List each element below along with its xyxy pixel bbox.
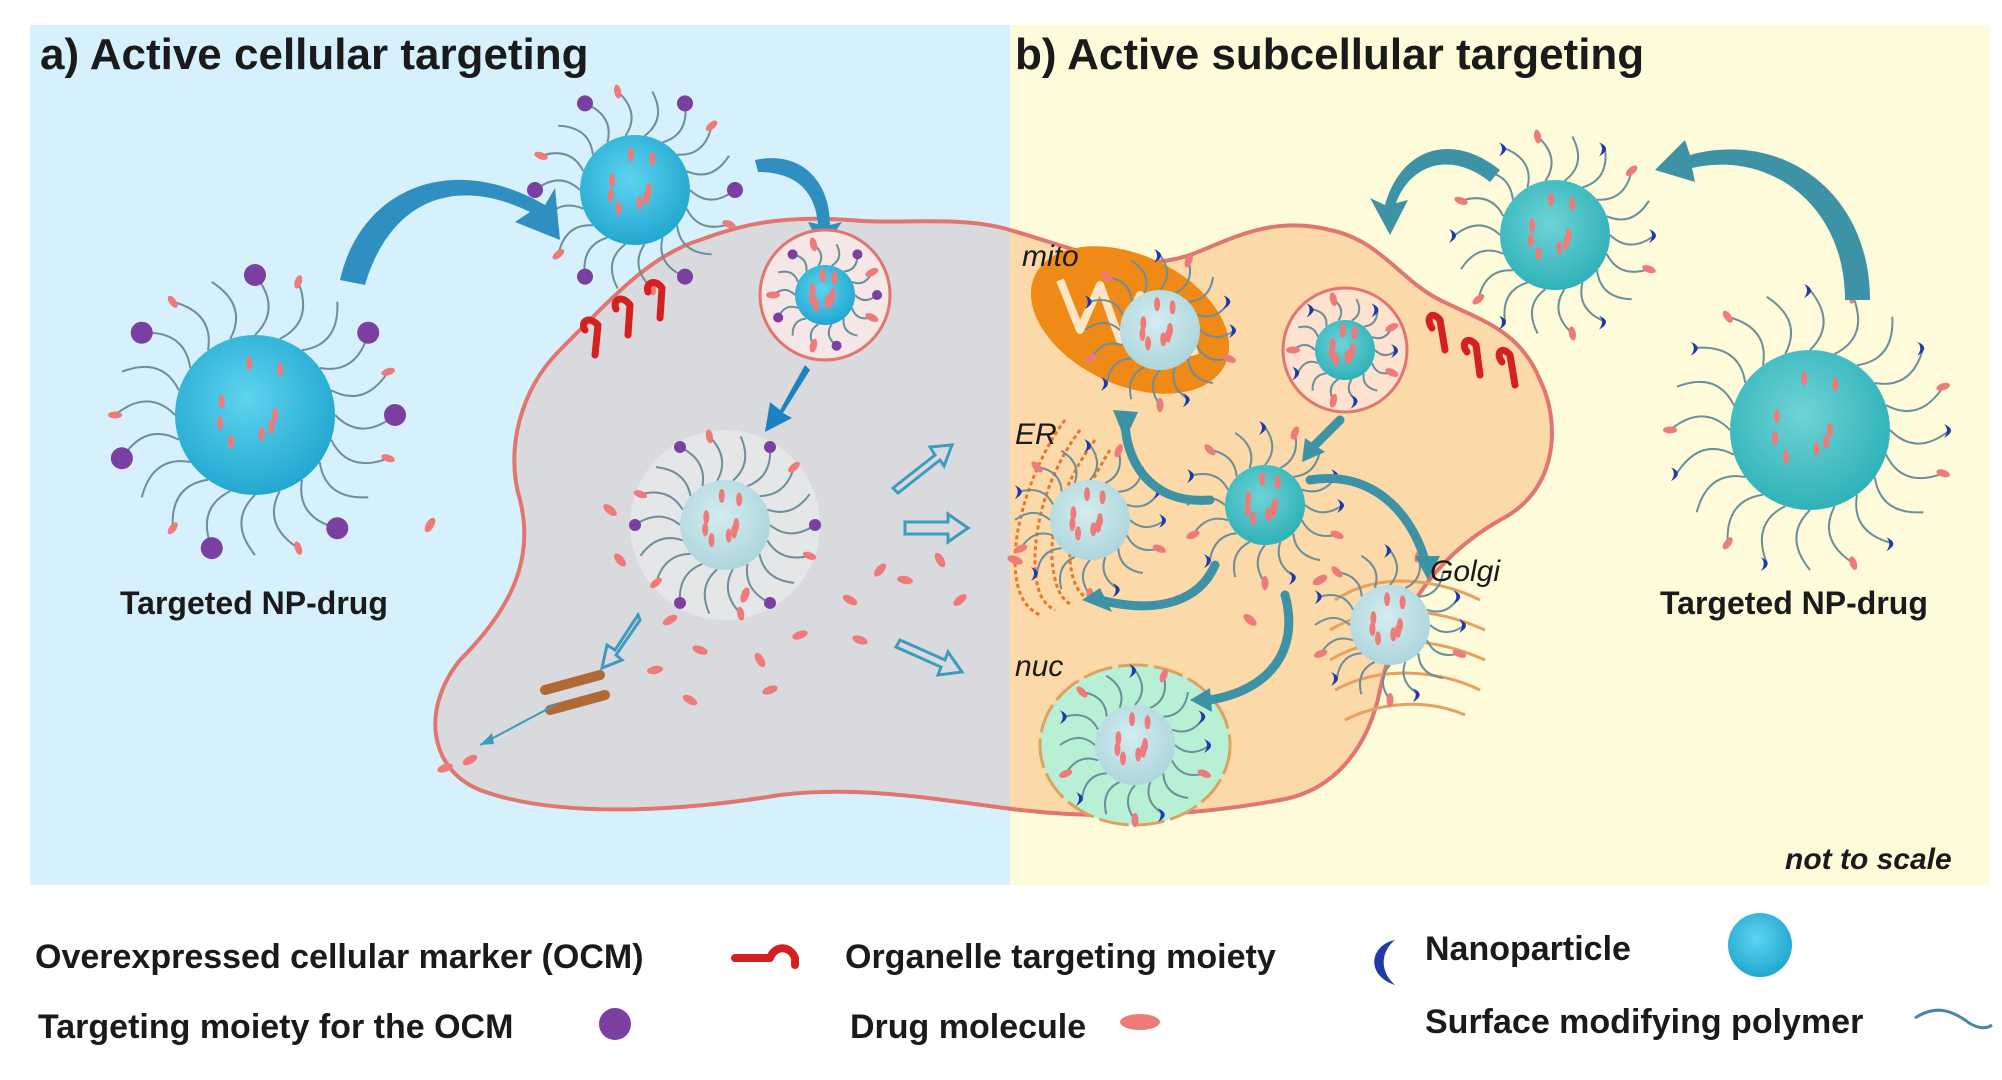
legend-ocm-moiety: Targeting moiety for the OCM	[38, 1008, 514, 1046]
nanoparticle-approaching-cell-b	[1449, 129, 1656, 341]
arrowheads	[1082, 410, 1440, 712]
ocm-receptors-b	[1425, 312, 1519, 389]
panel-b-title: b) Active subcellular targeting	[1015, 30, 1645, 79]
polymer-icon	[1914, 1008, 1993, 1030]
nanoparticle-approaching-cell	[527, 84, 743, 296]
central-nanoparticle-b	[1186, 421, 1344, 590]
efflux-pump-icon	[540, 670, 610, 715]
nanoparticle-at-nucleus	[1059, 664, 1211, 827]
legend-organelle-moiety: Organelle targeting moiety	[845, 938, 1276, 976]
legend-nanoparticle: Nanoparticle	[1425, 930, 1631, 968]
np-label-b: Targeted NP-drug	[1660, 585, 1928, 621]
ocm-receptors-a	[580, 279, 666, 359]
drug-molecules-a	[424, 504, 967, 773]
efflux-arrowhead	[480, 733, 494, 745]
nanoparticle-at-er	[1014, 439, 1166, 602]
curved-arrow-icon	[1370, 148, 1500, 235]
targeted-np-drug-b	[1663, 284, 1951, 572]
curved-arrow-icon	[755, 158, 842, 250]
internalized-nanoparticle-b	[1286, 292, 1399, 409]
nanoparticle-at-mitochondrion	[1084, 249, 1236, 412]
label-golgi: Golgi	[1430, 555, 1501, 588]
legend-drug: Drug molecule	[850, 1008, 1087, 1046]
releasing-nanoparticle-a	[629, 429, 821, 621]
scale-note: not to scale	[1785, 843, 1952, 876]
internalized-nanoparticle-a	[766, 237, 882, 353]
targeting-moiety-icon	[599, 1008, 631, 1040]
label-mito: mito	[1022, 240, 1079, 273]
nanoparticle-icon	[1728, 913, 1792, 977]
targeted-np-drug-a	[108, 264, 406, 560]
curved-arrow-icon	[340, 179, 560, 285]
organelle-moiety-icon	[1374, 940, 1395, 985]
drug-molecule-icon	[1120, 1014, 1160, 1030]
nanoparticle-at-golgi	[1314, 544, 1466, 707]
label-nuc: nuc	[1015, 650, 1064, 683]
panel-a-title: a) Active cellular targeting	[40, 30, 589, 79]
ocm-receptor-icon	[731, 944, 799, 969]
label-er: ER	[1015, 418, 1057, 451]
curved-arrow-icon	[1655, 140, 1870, 300]
np-label-a: Targeted NP-drug	[120, 585, 388, 621]
drug-molecules-b	[1007, 555, 1328, 626]
diffusion-arrows	[599, 443, 971, 677]
legend-ocm: Overexpressed cellular marker (OCM)	[35, 938, 644, 976]
legend-polymer: Surface modifying polymer	[1425, 1003, 1864, 1041]
down-arrow-icon	[765, 365, 810, 432]
